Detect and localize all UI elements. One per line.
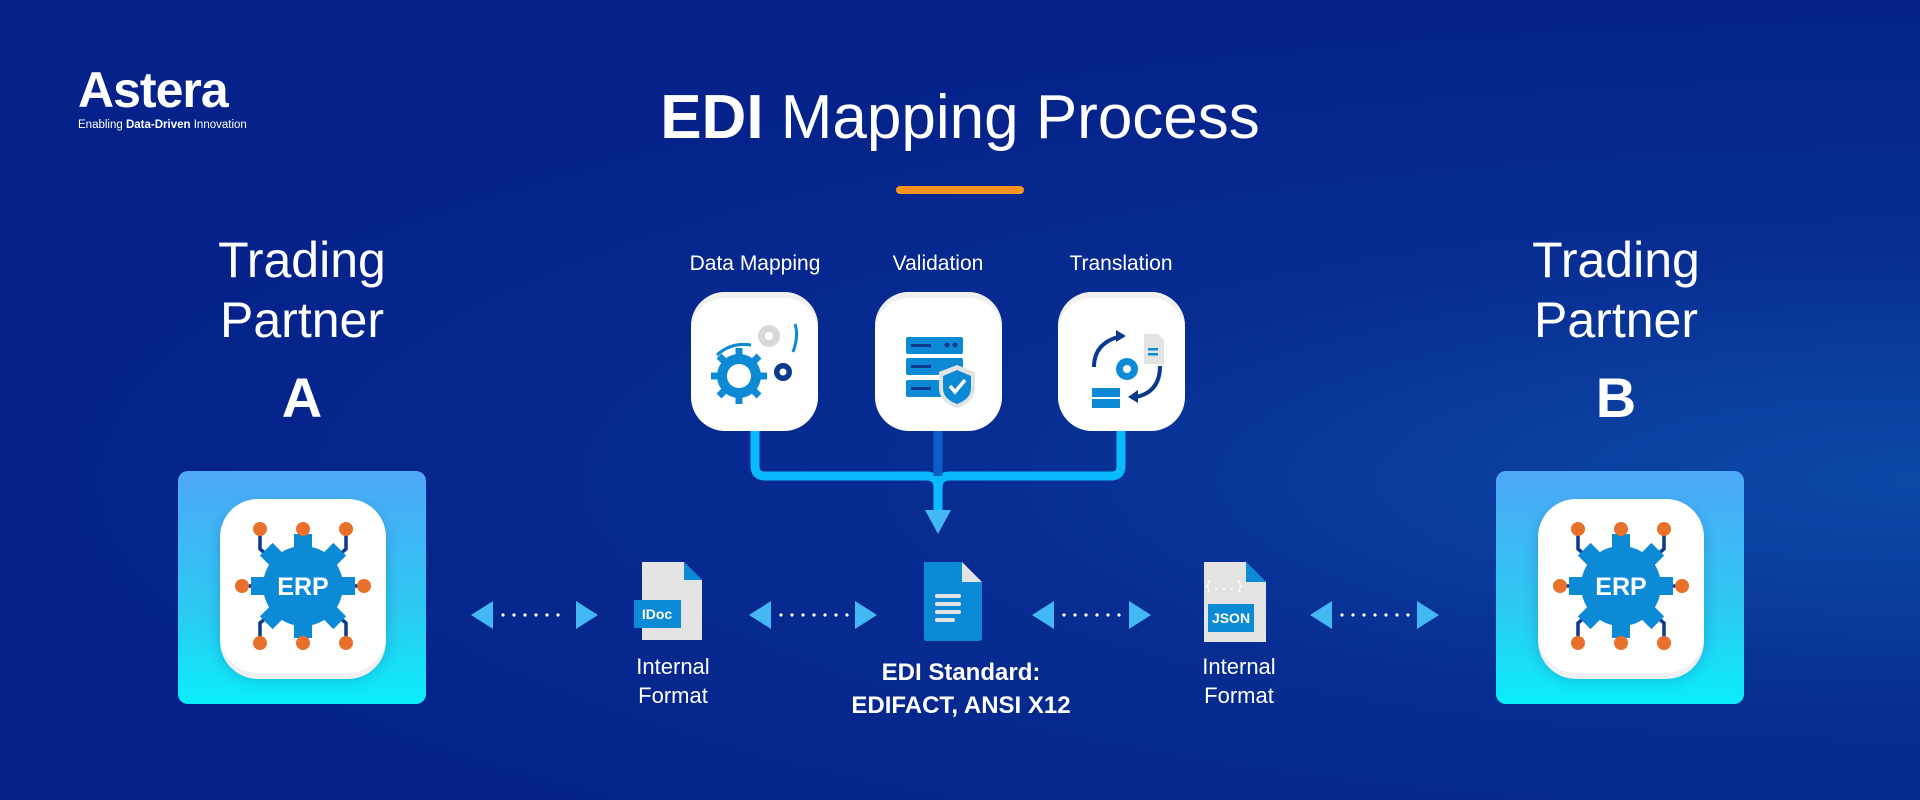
bidirectional-arrow-icon — [471, 601, 598, 629]
logo-wordmark: Astera — [78, 62, 229, 118]
bidirectional-arrow-icon — [1310, 601, 1439, 629]
idoc-badge: IDoc — [642, 606, 673, 622]
astera-logo: Astera Enabling Data-Driven Innovation — [78, 62, 258, 132]
down-arrow-icon — [925, 510, 951, 534]
step-translation — [1058, 292, 1185, 431]
erp-gear-icon: ERP — [1553, 522, 1689, 650]
bidirectional-arrow-icon — [1032, 601, 1151, 629]
svg-text:ERP: ERP — [1595, 573, 1646, 601]
edi-standard-line1: EDI Standard: — [881, 659, 1041, 686]
title-underline — [896, 186, 1024, 194]
step-label-data-mapping: Data Mapping — [689, 252, 821, 275]
erp-card-b: ERP — [1496, 471, 1744, 704]
partner-b-line2: Partner — [1534, 292, 1698, 348]
erp-gear-icon: ERP — [235, 522, 371, 650]
title-bold: EDI — [660, 83, 764, 152]
right-format-line2: Format — [1204, 683, 1274, 708]
translation-cycle-icon — [1092, 330, 1164, 408]
left-format-label: Internal Format — [573, 652, 773, 710]
partner-b-letter: B — [1595, 366, 1637, 429]
trading-partner-b-title: Trading Partner B — [1486, 230, 1746, 438]
idoc-file-icon: IDoc — [634, 562, 702, 640]
logo-tagline: Enabling Data-Driven Innovation — [78, 118, 258, 132]
right-format-line1: Internal — [1202, 654, 1276, 679]
json-braces: {...} — [1204, 579, 1243, 594]
trading-partner-a-title: Trading Partner A — [172, 230, 432, 438]
page-title: EDI Mapping Process — [0, 82, 1920, 154]
left-format-line2: Format — [638, 683, 708, 708]
right-format-label: Internal Format — [1139, 652, 1339, 710]
json-badge: JSON — [1212, 610, 1250, 626]
step-label-translation: Translation — [1069, 252, 1173, 275]
connector-translation — [933, 431, 1126, 489]
title-rest: Mapping Process — [763, 83, 1260, 152]
server-shield-icon — [906, 337, 975, 408]
erp-card-a: ERP — [178, 471, 426, 704]
partner-a-line1: Trading — [218, 232, 386, 288]
step-data-mapping — [691, 292, 818, 431]
tagline-bold: Data-Driven — [125, 119, 191, 131]
step-validation — [875, 292, 1002, 431]
partner-a-letter: A — [281, 366, 323, 429]
erp-icon-b: ERP — [1538, 499, 1704, 673]
left-format-line1: Internal — [636, 654, 710, 679]
bidirectional-arrow-icon — [749, 601, 877, 629]
connector-data-mapping — [750, 431, 943, 515]
edi-document-icon — [924, 562, 982, 641]
edi-standard-line2: EDIFACT, ANSI X12 — [851, 692, 1071, 719]
gears-icon — [711, 323, 799, 404]
erp-icon-a: ERP — [220, 499, 386, 673]
partner-a-line2: Partner — [220, 292, 384, 348]
tagline-prefix: Enabling — [78, 119, 126, 131]
json-file-icon: {...} JSON — [1204, 562, 1266, 642]
step-label-validation: Validation — [892, 252, 984, 275]
tagline-suffix: Innovation — [190, 119, 247, 131]
partner-b-line1: Trading — [1532, 232, 1700, 288]
edi-standard-label: EDI Standard: EDIFACT, ANSI X12 — [811, 656, 1111, 722]
svg-text:ERP: ERP — [277, 573, 328, 601]
